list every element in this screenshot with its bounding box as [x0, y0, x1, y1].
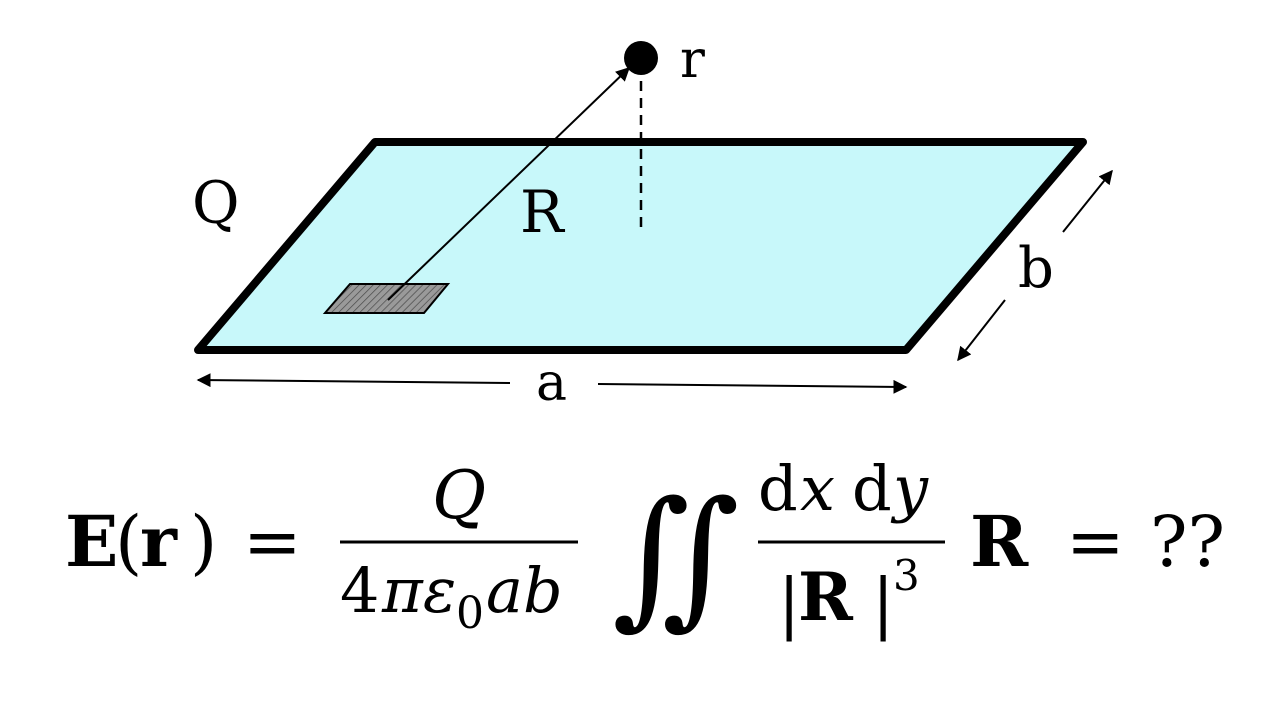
label-point-r: r: [680, 30, 705, 90]
eq-frac1-den-ab: ab: [486, 554, 563, 627]
eq-lhs-r: r: [140, 500, 178, 583]
eq-frac2-num-y: y: [890, 452, 929, 525]
equation: E ( r ) = Q 4 π ε 0 ab ∬ d x d y | R | 3…: [65, 452, 1225, 644]
eq-frac2-den-bar-left: |: [778, 565, 800, 642]
eq-frac2-num-d2: d: [852, 452, 892, 525]
eq-vector-R: R: [970, 500, 1029, 583]
eq-result-unknown: ??: [1150, 501, 1225, 583]
eq-frac1-den-sub-0: 0: [456, 588, 484, 639]
eq-equals-2: =: [1066, 501, 1125, 583]
eq-frac1-den-epsilon: ε: [423, 554, 456, 627]
vector-R-arrow: [387, 67, 631, 301]
eq-frac1-den-pi: π: [381, 554, 424, 627]
eq-lhs-open-paren: (: [115, 501, 142, 583]
dimension-a-arrow-left: [196, 373, 511, 388]
eq-frac1-den-4: 4: [340, 554, 379, 627]
dimension-a-arrow-right: [597, 379, 908, 394]
dimension-b-arrow-lower: [957, 299, 1006, 362]
dimension-b-arrow-upper: [1062, 169, 1113, 233]
area-element-patch: [322, 283, 451, 314]
eq-double-integral: ∬: [612, 470, 740, 644]
eq-equals-1: =: [243, 501, 302, 583]
label-charge-Q: Q: [192, 169, 240, 237]
eq-lhs-close-paren: ): [190, 501, 217, 583]
label-vector-R: R: [520, 178, 566, 246]
eq-frac2-den-R: R: [798, 558, 854, 636]
label-side-a: a: [536, 353, 567, 413]
eq-field-E: E: [65, 500, 118, 583]
field-point-dot: [624, 41, 658, 75]
eq-frac2-num-d1: d: [758, 452, 798, 525]
eq-frac2-den-exponent-3: 3: [893, 551, 920, 600]
eq-frac2-num-x: x: [800, 452, 835, 525]
eq-frac1-numerator-Q: Q: [432, 457, 486, 534]
label-side-b: b: [1018, 236, 1054, 301]
eq-frac2-den-bar-right: |: [872, 565, 894, 642]
